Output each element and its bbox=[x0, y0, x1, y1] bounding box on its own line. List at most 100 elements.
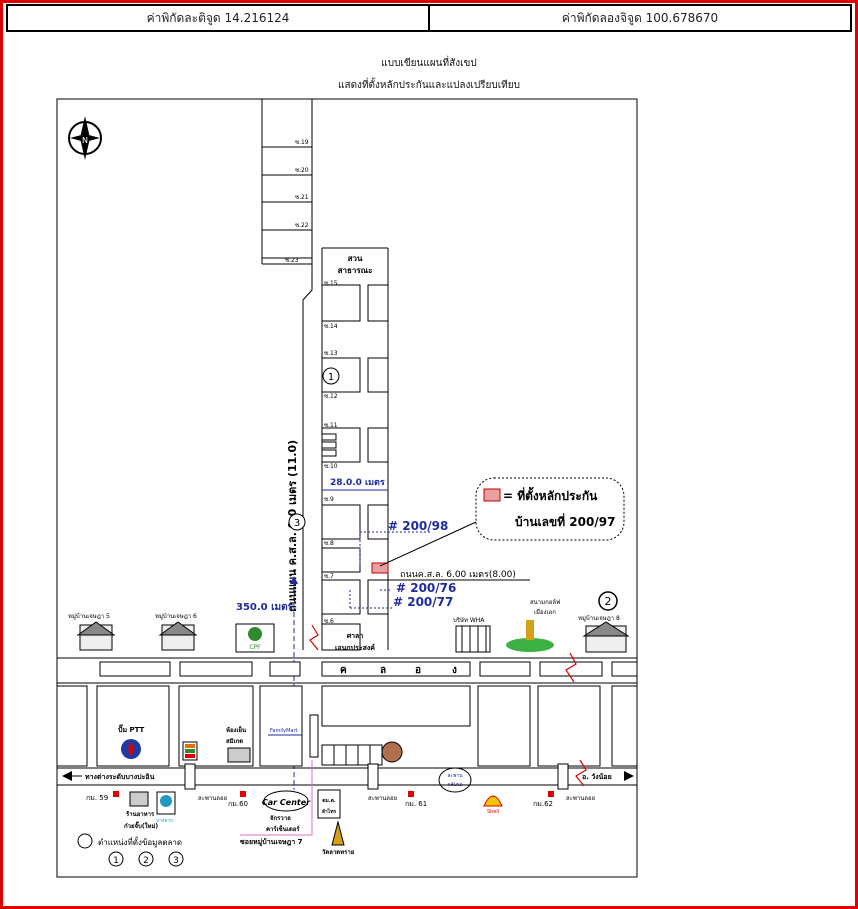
collateral-legend-swatch bbox=[483, 488, 501, 502]
lot-label: ซ.6 bbox=[324, 618, 334, 625]
width-measure-label: 28.0.0 เมตร bbox=[330, 478, 385, 488]
restaurant-label-1: ร้านอาหาร bbox=[126, 810, 155, 818]
flyover-label-1: สะพาน bbox=[447, 773, 463, 779]
highway-break-icon bbox=[575, 759, 587, 787]
longitude-text: ค่าพิกัดลองจิจูด 100.678670 bbox=[561, 10, 719, 25]
police-label-1: ตม.ต. bbox=[322, 798, 336, 804]
lower-shophouses bbox=[333, 745, 371, 765]
park-label-1: สวน bbox=[348, 254, 363, 263]
marker-2: 2 bbox=[598, 591, 618, 611]
ptt-label: ปั๊ม PTT bbox=[118, 724, 145, 734]
collateral-house-label: บ้านเลขที่ 200/97 bbox=[515, 513, 615, 529]
skybridge-label: สะพานลอย bbox=[566, 795, 595, 802]
comparable-1: # 200/98 bbox=[388, 519, 448, 533]
km59-label: กม. 59 bbox=[86, 794, 108, 802]
car-label-2: คาร์เซ็นเตอร์ bbox=[266, 824, 300, 833]
legend-number: 2 bbox=[143, 856, 149, 866]
road-left-label: ทางต่างระดับบางปะอิน bbox=[85, 773, 155, 781]
lot-label: ซ.8 bbox=[324, 540, 334, 547]
shell-icon: Shell bbox=[483, 795, 503, 815]
soi7-route bbox=[240, 760, 313, 836]
canal-letter: ค bbox=[340, 665, 347, 676]
lot-label: ซ.13 bbox=[324, 350, 338, 357]
km-post-icon bbox=[408, 791, 414, 797]
legend-number: 3 bbox=[173, 856, 179, 866]
km62-label: กม.62 bbox=[533, 800, 553, 808]
temple-icon: วัดลาดทราย bbox=[322, 820, 355, 856]
distance-arrow-icon bbox=[290, 576, 298, 584]
legend-circle-icon bbox=[77, 833, 93, 849]
lot-label: ซ.21 bbox=[295, 194, 309, 201]
sala-label-1: ศาลา bbox=[347, 632, 364, 640]
lot-label: ซ.9 bbox=[324, 496, 334, 503]
ptt-icon: ปั๊ม PTT bbox=[118, 724, 145, 759]
latitude-cell: ค่าพิกัดละติจูด 14.216124 bbox=[6, 4, 430, 32]
marker-3: 3 bbox=[288, 513, 306, 531]
lot-label: ซ.20 bbox=[295, 167, 309, 174]
temple-label: วัดลาดทราย bbox=[322, 848, 355, 856]
skybridges bbox=[184, 763, 569, 790]
upper-lots bbox=[261, 99, 313, 265]
comparable-2: # 200/76 bbox=[396, 581, 456, 595]
cpf-logo-icon: CPF bbox=[235, 623, 275, 653]
main-lot-labels: ซ.15 ซ.14 ซ.13 ซ.12 ซ.11 ซ.10 ซ.9 ซ.8 ซ.… bbox=[324, 280, 338, 625]
seven-eleven-icon bbox=[182, 741, 198, 761]
map-title: แบบเขียนแผนที่สังเขป bbox=[381, 58, 477, 69]
golf-label-2: เมืองเอก bbox=[534, 608, 556, 616]
upper-lot-labels: ซ.19 ซ.20 ซ.21 ซ.22 ซ.23 bbox=[285, 139, 309, 264]
canal-label: ค ล อ ง bbox=[340, 665, 457, 676]
lot-label: ซ.10 bbox=[324, 463, 338, 470]
lot-label: ซ.11 bbox=[324, 422, 338, 429]
collateral-plot bbox=[371, 562, 389, 574]
cold-store-icon: ห้องเย็น สมิเกด bbox=[226, 725, 251, 763]
canal-letter: อ bbox=[415, 665, 421, 676]
village-6-label: หมู่บ้านเจษฎา 6 bbox=[155, 613, 197, 620]
arrow-left-icon bbox=[62, 771, 72, 781]
lot-label: ซ.22 bbox=[295, 222, 309, 229]
lot-label: ซ.7 bbox=[324, 573, 334, 580]
small-units bbox=[321, 433, 337, 457]
bangchak-label: บางจาก bbox=[156, 818, 173, 824]
callout-line bbox=[379, 521, 477, 567]
car-center-label: Car Center bbox=[262, 798, 311, 807]
legend-number: 1 bbox=[113, 856, 119, 866]
lot-label: ซ.23 bbox=[285, 257, 299, 264]
km-post-icon bbox=[240, 791, 246, 797]
lot-label: ซ.15 bbox=[324, 280, 338, 287]
km-post-icon bbox=[548, 791, 554, 797]
canal-break-icon bbox=[565, 652, 577, 683]
north-label: N bbox=[82, 136, 88, 145]
restaurant-label-2: ก๋วยจั๊บ(ใหม่) bbox=[124, 821, 158, 830]
lot-label: ซ.19 bbox=[295, 139, 309, 146]
golf-course-icon: สนามกอล์ฟ เมืองเอก bbox=[506, 598, 560, 652]
lot-label: ซ.12 bbox=[324, 393, 338, 400]
canal-letter: ง bbox=[452, 665, 457, 676]
coordinate-bar: ค่าพิกัดละติจูด 14.216124 ค่าพิกัดลองจิจ… bbox=[6, 4, 852, 32]
marker-1: 1 bbox=[322, 367, 340, 385]
highway bbox=[57, 767, 637, 786]
wha-building-icon: บริษัท WHA bbox=[453, 617, 491, 653]
roundabout-icon bbox=[381, 741, 403, 763]
distance-label: 350.0 เมตร bbox=[236, 602, 294, 613]
canal-letter: ล bbox=[380, 665, 386, 676]
legend-text: ตำแหน่งที่ตั้งข้อมูลตลาด bbox=[98, 836, 182, 848]
canal bbox=[57, 657, 638, 684]
km-post-icon bbox=[113, 791, 119, 797]
police-icon: ตม.ต. ลำไทร bbox=[317, 789, 341, 819]
shop-label-1: ห้องเย็น bbox=[226, 725, 247, 734]
cpf-label: CPF bbox=[249, 644, 261, 651]
comparable-arrows bbox=[349, 531, 430, 609]
sala-label-2: เอนกประสงค์ bbox=[335, 643, 375, 652]
marker-2-label: 2 bbox=[605, 595, 612, 608]
km-markers: กม. 59 กม.60 กม. 61 กม.62 bbox=[86, 791, 554, 808]
park-label-2: สาธารณะ bbox=[338, 266, 373, 275]
north-arrow-icon: N bbox=[68, 116, 102, 160]
village-5: หมู่บ้านเจษฎา 5 bbox=[68, 613, 116, 651]
bangchak-icon: บางจาก bbox=[156, 791, 176, 824]
break-mark-icon bbox=[309, 624, 319, 651]
km61-label: กม. 61 bbox=[405, 800, 427, 808]
comparable-3: # 200/77 bbox=[393, 595, 453, 609]
police-label-2: ลำไทร bbox=[322, 808, 337, 815]
side-road-label: ถนนค.ส.ล. 6.00 เมตร(8.00) bbox=[400, 570, 516, 580]
golf-label-1: สนามกอล์ฟ bbox=[530, 598, 560, 606]
